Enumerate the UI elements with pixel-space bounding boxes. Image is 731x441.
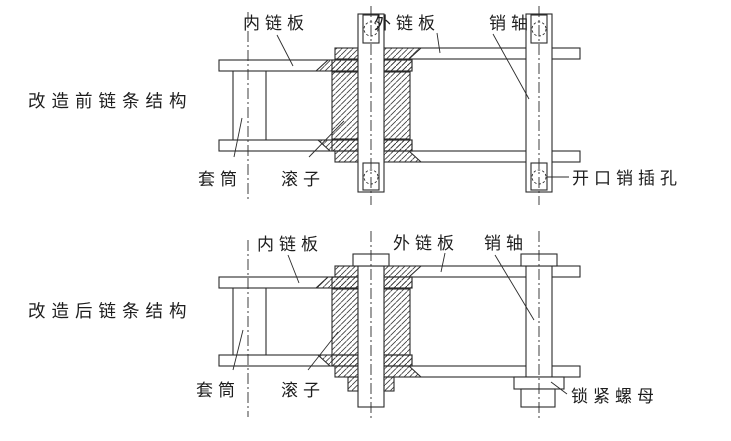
bushing-flange-section — [383, 139, 413, 152]
figure-after — [218, 231, 581, 420]
bushing-flange-section — [383, 276, 413, 289]
figure-title-before: 改造前链条结构 — [28, 92, 193, 112]
leader-lines-before — [233, 32, 569, 178]
lock-nut — [520, 388, 556, 408]
bushing-flange-section — [383, 354, 413, 367]
leader-inner-plate — [276, 34, 294, 67]
leader-pin — [494, 254, 535, 321]
leader-lines-after — [232, 252, 568, 395]
bushing-flange-section — [383, 59, 413, 72]
leader-roller — [307, 331, 339, 371]
leader-bushing — [232, 329, 244, 371]
label-cotter-hole-before: 开口销插孔 — [572, 169, 682, 189]
bushing-flange-section — [331, 354, 359, 367]
section-break-line — [408, 365, 422, 378]
section-break-line — [408, 150, 422, 163]
centerlines-before — [247, 6, 540, 205]
section-break-line — [317, 354, 331, 367]
bushing-flange-section — [331, 139, 359, 152]
label-bushing-before: 套筒 — [198, 170, 242, 190]
label-outer-plate-before: 外链板 — [374, 14, 440, 34]
outer-plate-bottom-section-left — [334, 365, 359, 378]
leader-roller — [308, 120, 345, 158]
bushing-flange-section — [331, 276, 359, 289]
leader-outer-plate — [440, 252, 446, 273]
nut-section-left — [347, 376, 359, 392]
outer-plate-top-section-left — [334, 47, 359, 60]
nut-section-right — [383, 376, 395, 392]
label-outer-plate-after: 外链板 — [393, 234, 459, 254]
centerlines-after — [247, 231, 540, 420]
label-pin-after: 销轴 — [484, 234, 528, 254]
label-roller-before: 滚子 — [281, 170, 325, 190]
label-inner-plate-before: 内链板 — [243, 14, 309, 34]
section-break-line — [317, 139, 331, 152]
label-pin-before: 销轴 — [489, 14, 533, 34]
labels: 改造前链条结构 内链板 外链板 销轴 套筒 滚子 开口销插孔 改造后链条结构 内… — [28, 14, 682, 407]
outer-plate-bottom-section-left — [334, 150, 359, 163]
section-break-line — [408, 265, 422, 278]
figure-before — [218, 6, 581, 205]
roller-section-after — [331, 288, 411, 356]
section-break-line — [315, 276, 329, 289]
section-break-line — [408, 47, 422, 60]
roller-right-half — [383, 288, 411, 356]
label-bushing-after: 套筒 — [196, 381, 240, 401]
leader-lock-nut — [550, 381, 568, 395]
leader-outer-plate — [436, 32, 441, 54]
roller-right-half — [383, 71, 411, 140]
section-break-line — [315, 59, 329, 72]
figure-title-after: 改造后链条结构 — [28, 302, 193, 322]
bushing-flange-section — [331, 59, 359, 72]
label-inner-plate-after: 内链板 — [257, 235, 323, 255]
leader-bushing — [233, 117, 243, 158]
leader-pin — [492, 33, 530, 100]
label-roller-after: 滚子 — [281, 381, 325, 401]
leader-inner-plate — [287, 254, 300, 284]
roller-left-half — [331, 288, 359, 356]
label-lock-nut-after: 锁紧螺母 — [571, 387, 659, 407]
outer-plate-top-section-left — [334, 265, 359, 278]
